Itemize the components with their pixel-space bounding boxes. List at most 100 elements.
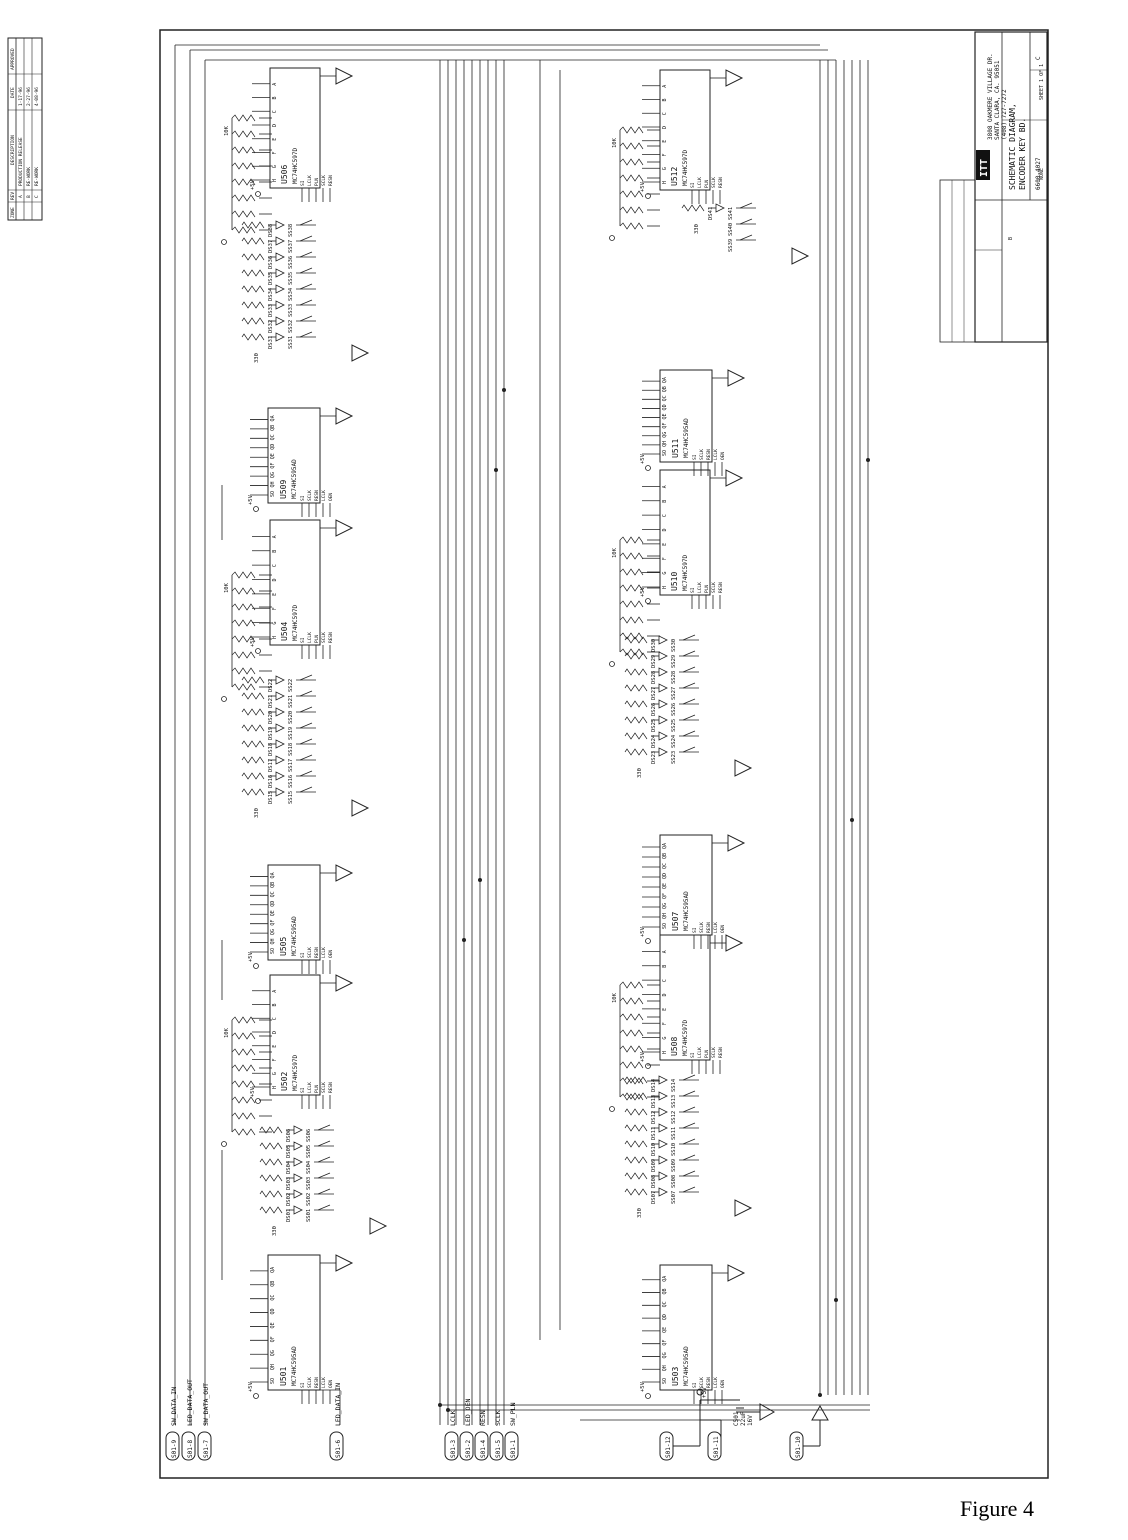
led-ds27: DS27 bbox=[651, 687, 657, 700]
chip-part-u507: MC74HC595AD bbox=[683, 891, 690, 931]
switch-ss03: SS03 bbox=[306, 1177, 312, 1190]
pin-u507-qa: QA bbox=[662, 843, 668, 849]
vcc-u502: +5V bbox=[250, 1086, 256, 1097]
led-ds37: DS37 bbox=[268, 240, 274, 253]
vcc-label: +5V bbox=[701, 1387, 708, 1398]
pin-u510-f: F bbox=[662, 557, 668, 560]
ctrl-pin-u507-oen: OEN bbox=[720, 925, 726, 933]
switch-ss26: SS26 bbox=[671, 703, 677, 716]
ctrl-pin-u512-lclk: LCLK bbox=[697, 177, 703, 188]
pin-u512-a: A bbox=[662, 85, 668, 88]
connector-vcc-12: S01-12 bbox=[659, 1431, 674, 1461]
pin-u501-qe: QE bbox=[270, 1322, 276, 1328]
switch-led-group-g4: SS30SS29SS28SS27SS26SS25SS24SS23DS30DS29… bbox=[624, 634, 753, 778]
pin-u511-qd: QD bbox=[662, 404, 668, 410]
approvals-block bbox=[939, 179, 976, 343]
switch-ss13: SS13 bbox=[671, 1095, 677, 1108]
company-logo: ITT bbox=[976, 150, 990, 180]
pin-u510-b: B bbox=[662, 500, 668, 503]
drawing-border bbox=[159, 29, 1049, 1479]
ctrl-pin-u502-pln: PLN bbox=[314, 1085, 320, 1093]
ctrl-pin-u511-si: SI bbox=[692, 454, 698, 460]
connector-sclk: S01-5 SCLK bbox=[489, 1410, 504, 1461]
led-ds19: DS19 bbox=[268, 727, 274, 740]
resistor-value-g6: 330 bbox=[694, 224, 700, 234]
pullup-network-2: 10K bbox=[221, 114, 272, 245]
chip-part-u502: MC74HC597D bbox=[292, 1054, 299, 1091]
ctrl-pin-u502-si: SI bbox=[300, 1087, 306, 1093]
led-ds16: DS16 bbox=[268, 775, 274, 788]
ctrl-pin-u504-lclk: LCLK bbox=[307, 632, 313, 643]
label-sw-pln: SW_PLN bbox=[509, 1402, 517, 1426]
pin-u508-e: E bbox=[662, 1008, 668, 1011]
switch-ss08: SS08 bbox=[671, 1175, 677, 1188]
pin-u512-g: G bbox=[662, 167, 668, 170]
pin-u504-e: E bbox=[272, 593, 278, 596]
label-sclk: SCLK bbox=[494, 1410, 502, 1426]
switch-ss22: SS22 bbox=[288, 679, 294, 692]
pin-u511-qc: QC bbox=[662, 395, 668, 401]
switch-ss35: SS35 bbox=[288, 272, 294, 285]
pin-u502-e: E bbox=[272, 1045, 278, 1048]
pullup-value-3: 10K bbox=[612, 992, 618, 1003]
chip-ref-u505: U505 bbox=[279, 937, 288, 956]
connector-lclk: S01-3 LCLK bbox=[444, 1410, 459, 1461]
led-ds31: DS31 bbox=[268, 336, 274, 349]
pin-s01-11: S01-11 bbox=[713, 1436, 720, 1458]
pin-u511-qg: QG bbox=[662, 432, 668, 438]
address-line-2: SANTA CLARA, CA. 95051 bbox=[994, 60, 1001, 140]
vcc-u508: +5V bbox=[640, 1051, 646, 1062]
pin-u501-qh: QH bbox=[270, 1364, 276, 1370]
resistor-value-g1: 330 bbox=[272, 1226, 278, 1236]
connector-sw-pln: S01-1 SW_PLN bbox=[504, 1402, 519, 1461]
led-ds35: DS35 bbox=[268, 272, 274, 285]
ctrl-pin-u511-lclk: LCLK bbox=[713, 449, 719, 460]
c501-ref: C501 bbox=[733, 1411, 740, 1426]
pin-u505-qa: QA bbox=[270, 872, 276, 878]
chip-ref-u512: U512 bbox=[670, 167, 679, 186]
pin-u511-so: SO bbox=[662, 450, 668, 456]
ctrl-pin-u509-sclk: SCLK bbox=[307, 490, 313, 501]
ctrl-pin-u507-lclk: LCLK bbox=[713, 922, 719, 933]
chip-part-u504: MC74HC597D bbox=[292, 604, 299, 641]
switch-ss23: SS23 bbox=[671, 751, 677, 764]
pin-u511-qb: QB bbox=[662, 386, 668, 392]
pin-u506-b: B bbox=[272, 96, 278, 99]
rev-row-c-rev: C bbox=[34, 195, 40, 198]
pin-u512-f: F bbox=[662, 153, 668, 156]
vcc-u509: +5V bbox=[248, 494, 254, 505]
address-line-1: 3808 OAKMERE VILLAGE DR. bbox=[987, 53, 994, 140]
pin-u504-f: F bbox=[272, 607, 278, 610]
pullup-network-5: 10K bbox=[609, 126, 660, 241]
led-ds13: DS13 bbox=[651, 1095, 657, 1108]
rev-row-a-rev: A bbox=[18, 195, 24, 198]
ctrl-pin-u509-si: SI bbox=[300, 495, 306, 501]
ctrl-pin-u507-si: SI bbox=[692, 927, 698, 933]
pin-u512-c: C bbox=[662, 112, 668, 115]
pin-u508-g: G bbox=[662, 1037, 668, 1040]
resistor-value-g2: 330 bbox=[637, 1208, 643, 1218]
ctrl-pin-u510-lclk: LCLK bbox=[697, 582, 703, 593]
pin-u503-so: SO bbox=[662, 1378, 668, 1384]
pin-u504-h: H bbox=[272, 636, 278, 639]
connector-led-oen: S01-2 LED_OEN bbox=[459, 1399, 474, 1461]
pin-s01-6: S01-6 bbox=[335, 1440, 342, 1458]
pin-u507-qb: QB bbox=[662, 853, 668, 859]
pin-u505-qd: QD bbox=[270, 901, 276, 907]
rev-row-c-desc: RE-WORK bbox=[34, 167, 40, 186]
ctrl-pin-u505-si: SI bbox=[300, 952, 306, 958]
pullup-value-2: 10K bbox=[224, 125, 230, 136]
switch-led-group-g2: SS14SS13SS12SS11SS10SS09SS08SS07DS14DS13… bbox=[624, 1074, 753, 1218]
pin-u504-d: D bbox=[272, 578, 278, 581]
pin-u509-qd: QD bbox=[270, 444, 276, 450]
ctrl-pin-u508-si: SI bbox=[690, 1052, 696, 1058]
switch-ss01: SS01 bbox=[306, 1209, 312, 1222]
pin-u505-qb: QB bbox=[270, 882, 276, 888]
phone-number: (408) 727-7272 bbox=[1001, 89, 1008, 140]
